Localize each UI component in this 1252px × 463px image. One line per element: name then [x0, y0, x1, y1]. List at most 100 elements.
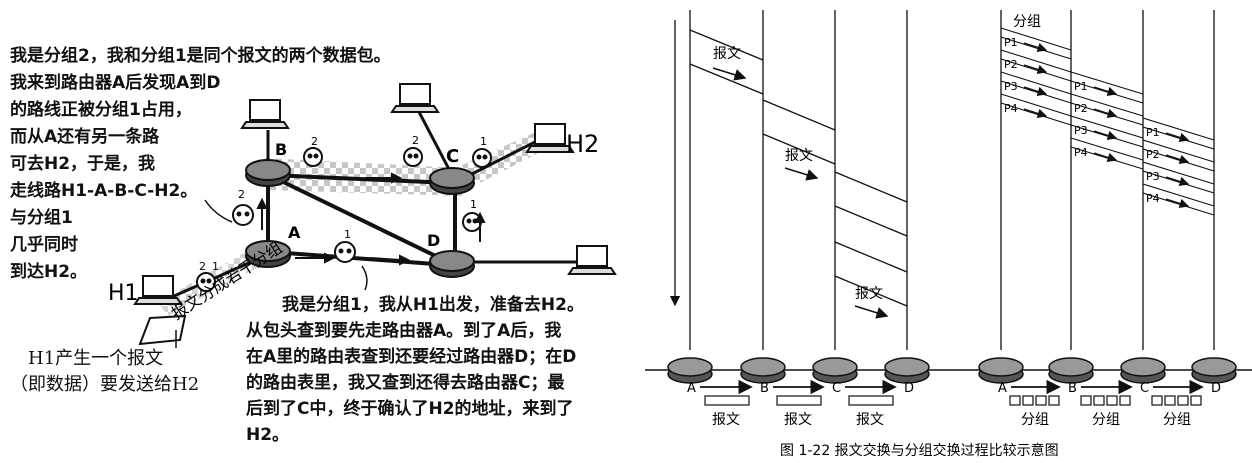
bottom-message-label: 报文 [856, 412, 884, 428]
packet-bar [1009, 395, 1021, 406]
link-b-c [269, 173, 451, 185]
host-h1-label: H1 [108, 281, 139, 306]
message-hop-line [689, 29, 764, 61]
bottom-packet-label: 分组 [1163, 412, 1191, 428]
message-bar [848, 395, 894, 406]
packet-tag: P1 [1146, 126, 1160, 139]
packet2-story-line-8: 几乎同时 [10, 235, 78, 255]
arrow-icon [391, 172, 403, 184]
message-hop-line [834, 171, 908, 203]
arrow-icon [1093, 130, 1118, 141]
router-b-label: B [275, 140, 287, 159]
packet-bar [1022, 395, 1034, 406]
packet2-story-line-5: 可去H2，于是，我 [10, 154, 156, 174]
packet-bar [1190, 395, 1202, 406]
message-flow-lines [689, 29, 908, 307]
router-icon [978, 357, 1024, 384]
arrow-icon [712, 67, 747, 81]
packet-number: 2 [311, 135, 318, 148]
arrow-icon [1165, 154, 1190, 165]
packet-robot-icon [334, 241, 356, 263]
router-d [429, 250, 475, 278]
arrow-icon [784, 167, 819, 181]
packet1-story-line-4: 的路由表里，我又查到还得去路由器C；最 [246, 373, 565, 393]
split-label: 报文分成若干分组 [168, 238, 286, 324]
message-label: 报文 [855, 286, 883, 302]
packet-hop-line [1070, 115, 1144, 139]
bottom-packet-label: 分组 [1021, 412, 1049, 428]
laptop-icon [567, 245, 617, 275]
message-hop-line [834, 241, 908, 273]
router-c [429, 167, 475, 195]
packet-tag: P4 [1074, 146, 1088, 159]
packet-number: 1 [344, 228, 351, 241]
packet2-story-line-6: 走线路H1-A-B-C-H2。 [10, 181, 198, 201]
packet-hop-line [1142, 148, 1215, 172]
figure-caption: 图 1-22 报文交换与分组交换过程比较示意图 [780, 442, 1059, 459]
packet-hop-line [1000, 27, 1072, 51]
packet-robots [196, 147, 492, 292]
arrow-icon [474, 211, 486, 223]
packet1-story-line-2: 从包头查到要先走路由器A。到了A后，我 [246, 321, 562, 341]
router-a [245, 240, 291, 268]
message-hop-line [689, 63, 764, 95]
arrow-icon [854, 305, 889, 319]
bottom-message-label: 报文 [712, 412, 740, 428]
packet-number: 1 [212, 260, 219, 273]
router-label: D [1211, 381, 1221, 396]
network-illustration: B C A D H2 H1 1 2 1 2 1 2 1 2 报文分成若干分组 [108, 83, 617, 348]
bottom-packet-label: 分组 [1092, 412, 1120, 428]
arrow-icon [1165, 132, 1190, 143]
packet-flow-lines [1000, 27, 1215, 216]
packet-hop-line [1000, 93, 1072, 117]
message-sheet-icon [138, 314, 187, 346]
router-label: B [1068, 381, 1077, 396]
message-bar [776, 395, 822, 406]
packet-number: 2 [412, 134, 419, 147]
pointer-curve [204, 199, 233, 223]
packet-bar [1119, 395, 1131, 406]
host-h2-label: H2 [566, 130, 599, 158]
message-hop-line [834, 275, 908, 307]
message-hop-line [762, 133, 836, 165]
router-b [245, 159, 291, 187]
packet-robot-icon [472, 148, 492, 168]
router-label: C [1140, 381, 1149, 396]
h1-note-line-1: H1产生一个报文 [28, 348, 164, 369]
pointer-curve [361, 265, 368, 291]
arrow-icon [1093, 152, 1118, 163]
laptop-icon [390, 83, 440, 113]
packet-tag: P3 [1004, 80, 1018, 93]
packet-hop-line [1070, 137, 1144, 161]
packet-tag: P4 [1146, 192, 1160, 205]
packet-bar [1035, 395, 1047, 406]
packet-hop-line [1000, 49, 1072, 73]
packet-tag: P3 [1146, 170, 1160, 183]
arrow-icon [1165, 198, 1190, 209]
arrow-icon [1023, 86, 1048, 97]
arrow-icon [256, 197, 268, 209]
router-icon [1120, 357, 1166, 384]
packet-tag: P2 [1004, 58, 1018, 71]
packet1-story-line-5: 后到了C中，终于确认了H2的地址，来到了 [246, 399, 574, 419]
router-label: A [687, 381, 696, 396]
arrow-icon [1023, 42, 1048, 53]
packet-hop-line [1142, 161, 1215, 185]
packet-tag: P2 [1074, 102, 1088, 115]
packet-tag: P4 [1004, 102, 1018, 115]
packet-hop-line [1142, 126, 1215, 150]
laptop-icon [240, 99, 290, 129]
arrow-icon [1023, 108, 1048, 119]
packet-number: 2 [199, 260, 206, 273]
packet-bar [1164, 395, 1176, 406]
arrow-icon [369, 257, 401, 261]
packet-robot-icon [232, 204, 254, 226]
packet-hop-line [1070, 93, 1144, 117]
router-icon [884, 357, 930, 384]
packet-story-panel: B C A D H2 H1 1 2 1 2 1 2 1 2 报文分成若干分组 我… [10, 46, 617, 445]
bottom-bars: 报文报文报文分组分组分组 [704, 395, 1202, 428]
link-c-host [416, 109, 454, 176]
